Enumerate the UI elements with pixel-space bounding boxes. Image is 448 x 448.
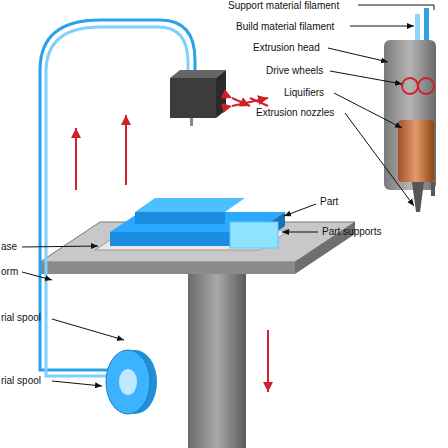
drive-wheel	[418, 78, 434, 94]
part-label: Part supports	[322, 226, 381, 238]
part-label: ase	[1, 241, 17, 253]
leader-line	[52, 381, 102, 386]
spool-hub	[119, 369, 137, 395]
part-label: Liquifiers	[284, 87, 324, 99]
head-side	[216, 70, 226, 118]
inset-nozzle	[412, 182, 424, 212]
leader-line	[282, 232, 318, 233]
nozzle	[190, 118, 193, 126]
part-label: Drive wheels	[266, 65, 323, 77]
part-label: Part	[320, 196, 338, 208]
z-motion-arrow	[267, 330, 269, 392]
platform-edge	[40, 262, 295, 274]
part-label: Build material filament	[236, 21, 334, 33]
part-upper-top	[135, 198, 245, 212]
feed-arrow	[75, 128, 77, 190]
feed-arrow	[125, 115, 127, 185]
leader-line	[328, 48, 388, 62]
inset-head	[384, 40, 436, 190]
inset-nozzle	[431, 182, 435, 196]
leader-line	[434, 5, 435, 10]
head-front	[170, 78, 216, 118]
part-upper-front	[135, 212, 225, 224]
leader-line	[350, 26, 414, 27]
x-motion-arrow	[232, 98, 268, 106]
part-label: rial spool	[1, 312, 41, 324]
support-filament	[40, 20, 195, 370]
part-supports	[230, 222, 278, 248]
liquifier	[398, 120, 434, 182]
spool	[106, 350, 150, 414]
leader-line	[334, 93, 402, 128]
leader-line	[22, 246, 98, 247]
leader-line	[358, 5, 434, 6]
part-label: Extrusion nozzles	[256, 107, 334, 119]
leader-line	[345, 113, 414, 206]
support-column	[188, 268, 246, 448]
part-label: orm	[1, 266, 18, 278]
leader-line	[330, 71, 402, 84]
leader-line	[284, 204, 316, 216]
drive-wheel	[402, 78, 418, 94]
part-label: rial spool	[1, 375, 41, 387]
part-label: Support material filament	[228, 0, 339, 12]
build-filament	[46, 27, 188, 376]
leader-line	[52, 319, 124, 340]
part-label: Extrusion head	[253, 42, 320, 54]
leader-line	[22, 272, 52, 280]
